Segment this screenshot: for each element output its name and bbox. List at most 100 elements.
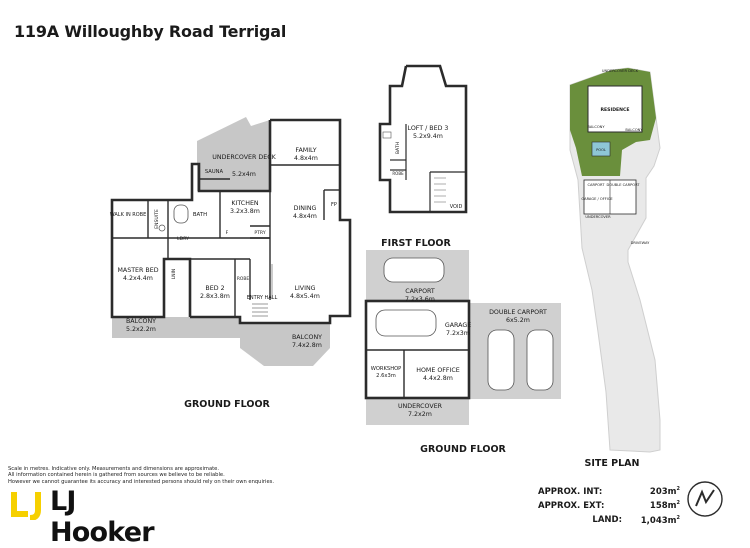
room-robe: ROBE: [237, 276, 250, 282]
ground-floor-garage-plan: [364, 250, 561, 425]
stat-int-sup: 2: [676, 486, 680, 492]
room-family-size: 4.8x4m: [294, 155, 318, 162]
room-ptry: PTRY: [254, 230, 265, 236]
room-lnin: LNIN: [171, 269, 177, 279]
room-garage-name: GARAGE: [445, 322, 471, 329]
stat-land-value: 1,043m: [640, 515, 677, 526]
room-loft-name: LOFT / BED 3: [408, 125, 449, 132]
room-living-name: LIVING: [294, 285, 315, 292]
room-carport-size: 7.2x3.6m: [405, 296, 435, 303]
room-bed2-name: BED 2: [205, 285, 224, 292]
site-pool: [591, 141, 611, 157]
compass-letter: N: [705, 515, 706, 517]
stat-ext: APPROX. EXT: 158m2: [538, 498, 680, 512]
room-undercover-deck-name: UNDERCOVER DECK: [212, 154, 276, 161]
balcony-master-area: [112, 317, 240, 338]
plan-drawing: FAMILY 4.8x4m UNDERCOVER DECK 5.2x4m SAU…: [110, 64, 661, 469]
undercover-area: [366, 398, 469, 425]
stat-ext-label: APPROX. EXT:: [538, 501, 605, 512]
disclaimer-line: Scale in metres. Indicative only. Measur…: [8, 466, 220, 472]
room-loft-size: 5.2x9.4m: [413, 133, 443, 140]
stat-ext-value-wrap: 158m2: [622, 498, 680, 512]
site-label-pool: POOL: [596, 148, 606, 152]
room-undercover-size: 7.2x2m: [408, 411, 432, 418]
floor-plan-sheet: 119A Willoughby Road Terrigal: [8, 22, 723, 548]
stat-land-value-wrap: 1,043m2: [622, 513, 680, 527]
caption-site-plan: SITE PLAN: [585, 458, 640, 469]
caption-first-floor: FIRST FLOOR: [381, 238, 451, 249]
room-garage-size: 7.2x3m: [446, 330, 470, 337]
room-bath: BATH: [193, 212, 207, 218]
outer-wall-east: [190, 118, 352, 325]
lj-hooker-logo: LJ Hooker: [10, 486, 170, 548]
disclaimer-line: However we cannot guarantee its accuracy…: [8, 478, 275, 485]
room-home-office-size: 4.4x2.8m: [423, 375, 453, 382]
balcony-living-area: [240, 323, 330, 366]
site-label-undercover-deck: UNDERCOVER DECK: [602, 69, 639, 73]
logo-mark-icon: [11, 492, 41, 520]
room-home-office-name: HOME OFFICE: [416, 367, 460, 374]
stat-int: APPROX. INT: 203m2: [538, 484, 680, 498]
room-walk-in-robe: WALK IN ROBE: [110, 212, 147, 218]
room-undercover-deck-size: 5.2x4m: [232, 171, 256, 178]
room-carport-name: CARPORT: [405, 288, 435, 295]
north-compass-icon: N: [687, 481, 723, 517]
stat-ext-sup: 2: [676, 500, 680, 507]
stat-land: LAND:1,043m2: [538, 513, 680, 527]
room-ff-bath: BATH: [395, 142, 401, 154]
undercover-deck-area: [197, 117, 270, 191]
stat-int-value: 203m: [649, 486, 677, 497]
car-carport: [383, 257, 445, 283]
room-dining-name: DINING: [294, 205, 317, 212]
stat-land-sup: 2: [676, 514, 680, 521]
brand-name: LJ Hooker: [50, 486, 155, 548]
disclaimer-line: All information contained herein is gath…: [8, 472, 225, 479]
room-undercover-deck-label: UNDERCOVER DECK: [212, 154, 276, 161]
room-undercover-name: UNDERCOVER: [398, 403, 443, 410]
room-entry-hall: ENTRY HALL: [247, 295, 278, 301]
room-workshop-name: WORKSHOP: [371, 366, 402, 372]
area-stats: APPROX. INT:203m2 APPROX. EXT:158m2 LAND…: [538, 484, 680, 527]
room-family-name: FAMILY: [295, 147, 316, 154]
room-workshop-size: 2.6x3m: [376, 373, 396, 379]
stat-int-label: APPROX. INT:: [538, 486, 603, 497]
room-ff-robe: ROBE: [392, 171, 404, 176]
site-plan-drawing: [569, 67, 661, 453]
room-fp: FP: [331, 202, 337, 208]
car-double-carport-left: [487, 329, 515, 391]
site-label-undercover: UNDERCOVER: [585, 215, 611, 219]
room-master-bed-name: MASTER BED: [117, 267, 158, 274]
stat-land-label: LAND:: [592, 515, 622, 526]
room-balcony-master-size: 5.2x2.2m: [126, 326, 156, 333]
site-label-balcony-left: BALCONY: [587, 125, 605, 129]
stat-int-value-wrap: 203m2: [622, 484, 680, 498]
room-ldry: LDRY: [177, 236, 189, 242]
room-balcony-living-size: 7.4x2.8m: [292, 342, 322, 349]
site-label-residence: RESIDENCE: [601, 107, 630, 113]
site-label-carport: CARPORT: [588, 183, 606, 187]
site-residence: [587, 85, 643, 133]
room-double-carport-name: DOUBLE CARPORT: [489, 309, 547, 316]
room-sauna: SAUNA: [205, 169, 224, 175]
caption-ground-floor-garage: GROUND FLOOR: [420, 444, 506, 455]
site-label-garage-office: GARAGE / OFFICE: [581, 197, 613, 201]
room-bed2-size: 2.8x3.8m: [200, 293, 230, 300]
room-dining-size: 4.8x4m: [293, 213, 317, 220]
room-kitchen-name: KITCHEN: [231, 200, 259, 207]
room-kitchen-size: 3.2x3.8m: [230, 208, 260, 215]
disclaimer: Scale in metres. Indicative only. Measur…: [8, 466, 274, 485]
room-f: F: [226, 230, 229, 236]
site-label-balcony-right: BALCONY: [625, 128, 643, 132]
site-label-driveway: DRIVEWAY: [631, 241, 651, 245]
room-balcony-master-name: BALCONY: [126, 318, 156, 325]
car-garage: [375, 309, 437, 337]
site-label-double-carport: DOUBLE CARPORT: [607, 183, 641, 187]
first-floor-plan: [378, 64, 468, 214]
car-double-carport-right: [526, 329, 554, 391]
room-void: VOID: [450, 204, 463, 210]
loft-outer-wall: [378, 64, 468, 214]
room-balcony-living-name: BALCONY: [292, 334, 322, 341]
outer-wall-west: [110, 120, 272, 319]
room-master-bed-size: 4.2x4.4m: [123, 275, 153, 282]
room-ensuite: ENSUITE: [154, 209, 160, 229]
